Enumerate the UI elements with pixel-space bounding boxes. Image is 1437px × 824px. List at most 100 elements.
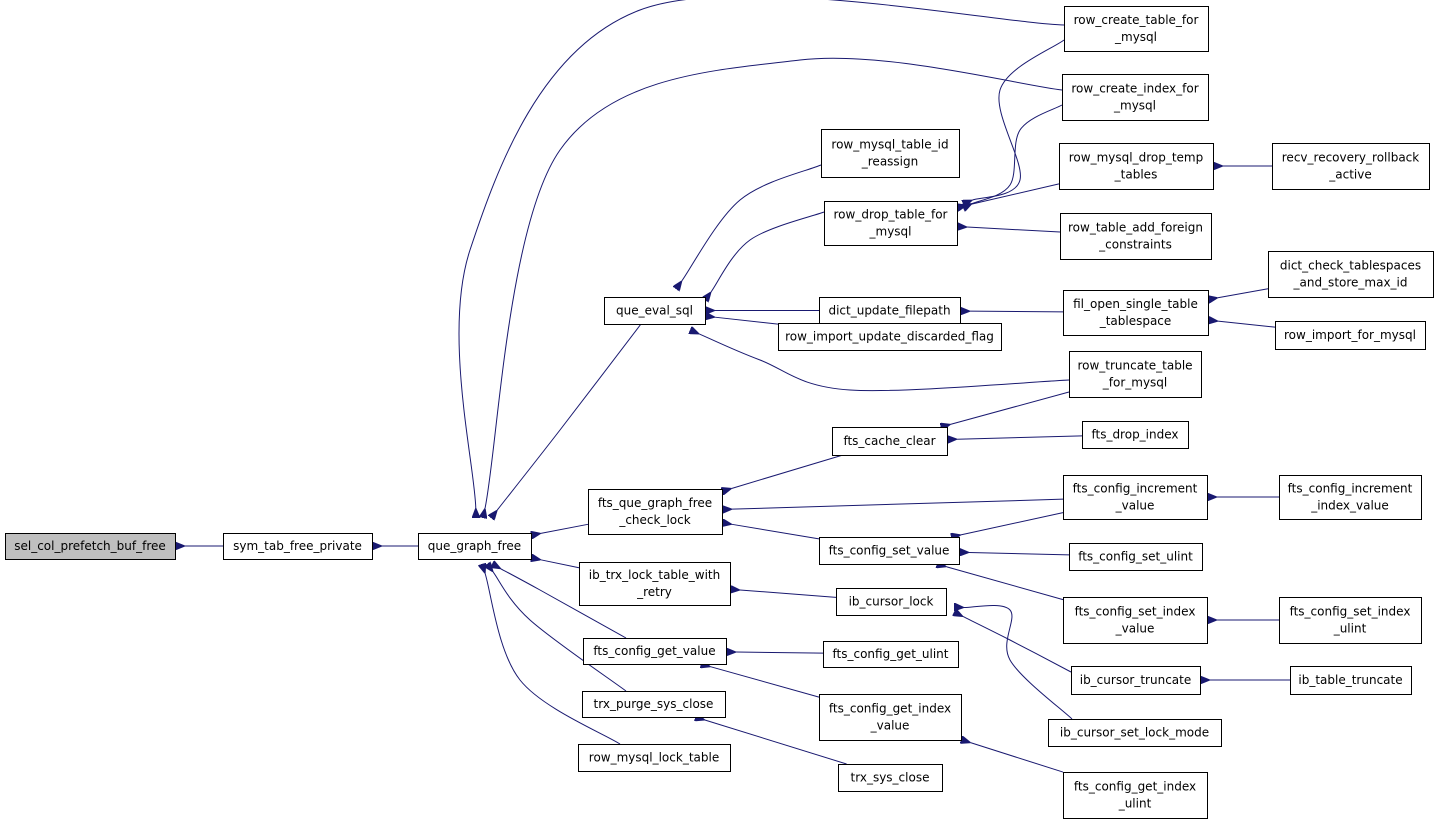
edge-rtt-fcc <box>950 391 1070 424</box>
node-box <box>832 427 948 456</box>
node-label: _retry <box>636 585 672 599</box>
node-tsc[interactable]: trx_sys_close <box>838 764 943 792</box>
node-fgu[interactable]: fts_config_get_index_ulint <box>1063 772 1208 819</box>
node-label: _value <box>1115 499 1155 513</box>
node-rdt[interactable]: row_drop_table_for_mysql <box>824 201 958 246</box>
node-box <box>1059 143 1214 190</box>
node-box <box>604 297 706 325</box>
node-fiv[interactable]: fts_config_increment_index_value <box>1279 475 1422 520</box>
node-rci[interactable]: row_create_index_for_mysql <box>1062 74 1209 121</box>
node-icm[interactable]: ib_cursor_set_lock_mode <box>1048 719 1222 747</box>
edge-rta-rdt <box>967 227 1061 233</box>
edge-ict-ibc <box>963 616 1072 673</box>
edge-rml-qgf <box>485 574 621 745</box>
node-fsl[interactable]: fts_config_set_index_ulint <box>1279 597 1422 644</box>
node-label: fts_que_graph_free <box>598 496 712 510</box>
node-box <box>223 533 373 560</box>
edge-riu-qes <box>715 317 779 325</box>
node-tps[interactable]: trx_purge_sys_close <box>582 691 726 718</box>
node-rml[interactable]: row_mysql_lock_table <box>578 744 731 772</box>
node-label: fts_config_get_ulint <box>833 647 949 661</box>
node-rmt[interactable]: row_mysql_table_id_reassign <box>821 129 960 178</box>
edge-fsi-fcs <box>946 567 1064 601</box>
edge-rmd-rdt <box>967 183 1060 205</box>
node-box <box>819 537 960 565</box>
node-fsu[interactable]: fts_config_set_ulint <box>1069 543 1203 571</box>
node-label: fts_config_increment <box>1073 482 1198 496</box>
node-box <box>1069 543 1203 571</box>
node-box <box>1069 351 1202 398</box>
node-sel[interactable]: sel_col_prefetch_buf_free <box>5 533 176 560</box>
edge-fdi-fcc <box>957 436 1083 439</box>
node-label: sym_tab_free_private <box>233 539 362 553</box>
node-rtt[interactable]: row_truncate_table_for_mysql <box>1069 351 1202 398</box>
edge-fci-fqg <box>732 498 1064 509</box>
node-rta[interactable]: row_table_add_foreign_constraints <box>1060 213 1212 260</box>
node-fgi[interactable]: fts_config_get_index_value <box>819 694 962 741</box>
edge-fcu-fcg <box>736 652 824 653</box>
node-itt[interactable]: ib_table_truncate <box>1290 666 1412 695</box>
node-label: row_mysql_table_id <box>831 138 948 152</box>
node-label: row_import_update_discarded_flag <box>785 330 994 344</box>
node-label: fts_config_set_index <box>1075 605 1196 619</box>
node-box <box>1063 772 1208 819</box>
node-rmd[interactable]: row_mysql_drop_temp_tables <box>1059 143 1214 190</box>
node-label: _tables <box>1114 168 1158 182</box>
node-box <box>1048 719 1222 747</box>
node-box <box>778 323 1002 351</box>
node-fsi[interactable]: fts_config_set_index_value <box>1063 597 1208 644</box>
node-fcu[interactable]: fts_config_get_ulint <box>823 641 959 668</box>
node-box <box>5 533 176 560</box>
edge-tps-qgf <box>493 572 627 692</box>
node-label: _mysql <box>1113 99 1156 113</box>
edge-rct-qgf <box>458 0 1065 508</box>
node-rra[interactable]: recv_recovery_rollback_active <box>1272 143 1430 190</box>
node-label: trx_sys_close <box>851 771 930 785</box>
node-qgf[interactable]: que_graph_free <box>418 533 532 560</box>
node-qes[interactable]: que_eval_sql <box>604 297 706 325</box>
node-box <box>579 562 731 606</box>
node-box <box>836 588 947 616</box>
node-ict[interactable]: ib_cursor_truncate <box>1071 666 1201 695</box>
node-ibc[interactable]: ib_cursor_lock <box>836 588 947 616</box>
node-label: _index_value <box>1310 499 1389 513</box>
node-fcg[interactable]: fts_config_get_value <box>583 638 727 665</box>
node-fci[interactable]: fts_config_increment _value <box>1063 475 1208 520</box>
node-box <box>819 694 962 741</box>
node-label: _mysql <box>1114 30 1157 44</box>
node-label: fts_drop_index <box>1091 428 1178 442</box>
node-box <box>819 297 961 325</box>
node-label: fts_config_get_value <box>593 644 715 658</box>
node-box <box>1062 74 1209 121</box>
node-box <box>823 641 959 668</box>
node-label: row_create_table_for <box>1074 13 1199 27</box>
node-rif[interactable]: row_import_for_mysql <box>1275 321 1426 350</box>
node-label: dict_check_tablespaces <box>1280 259 1421 273</box>
edge-fqg-qgf <box>541 523 589 533</box>
node-box <box>1268 251 1434 298</box>
node-fcs[interactable]: fts_config_set_value <box>819 537 960 565</box>
node-label: row_drop_table_for <box>834 208 948 222</box>
node-label: fil_open_single_table <box>1073 297 1198 311</box>
edge-fos-duf <box>970 311 1064 312</box>
node-ibr[interactable]: ib_trx_lock_table_with_retry <box>579 562 731 606</box>
node-box <box>418 533 532 560</box>
node-label: fts_cache_clear <box>843 434 935 448</box>
node-fqg[interactable]: fts_que_graph_free_check_lock <box>588 489 723 535</box>
node-fcc[interactable]: fts_cache_clear <box>832 427 948 456</box>
node-label: row_import_for_mysql <box>1284 328 1416 342</box>
node-fos[interactable]: fil_open_single_table_tablespace <box>1063 290 1209 336</box>
node-label: ib_cursor_set_lock_mode <box>1060 726 1209 740</box>
edge-fsu-fcs <box>969 552 1070 554</box>
edge-dct-fos <box>1218 288 1269 298</box>
node-rct[interactable]: row_create_table_for _mysql <box>1064 6 1209 52</box>
node-fdi[interactable]: fts_drop_index <box>1082 421 1189 449</box>
node-riu[interactable]: row_import_update_discarded_flag <box>778 323 1002 351</box>
node-sym[interactable]: sym_tab_free_private <box>223 533 373 560</box>
edge-rci-qgf <box>485 57 1063 508</box>
edge-rtt-qes <box>699 334 1070 392</box>
nodes-layer: sel_col_prefetch_buf_free sym_tab_free_pr… <box>5 6 1434 819</box>
node-duf[interactable]: dict_update_filepath <box>819 297 961 325</box>
node-dct[interactable]: dict_check_tablespaces_and_store_max_id <box>1268 251 1434 298</box>
node-label: _for_mysql <box>1102 376 1168 390</box>
